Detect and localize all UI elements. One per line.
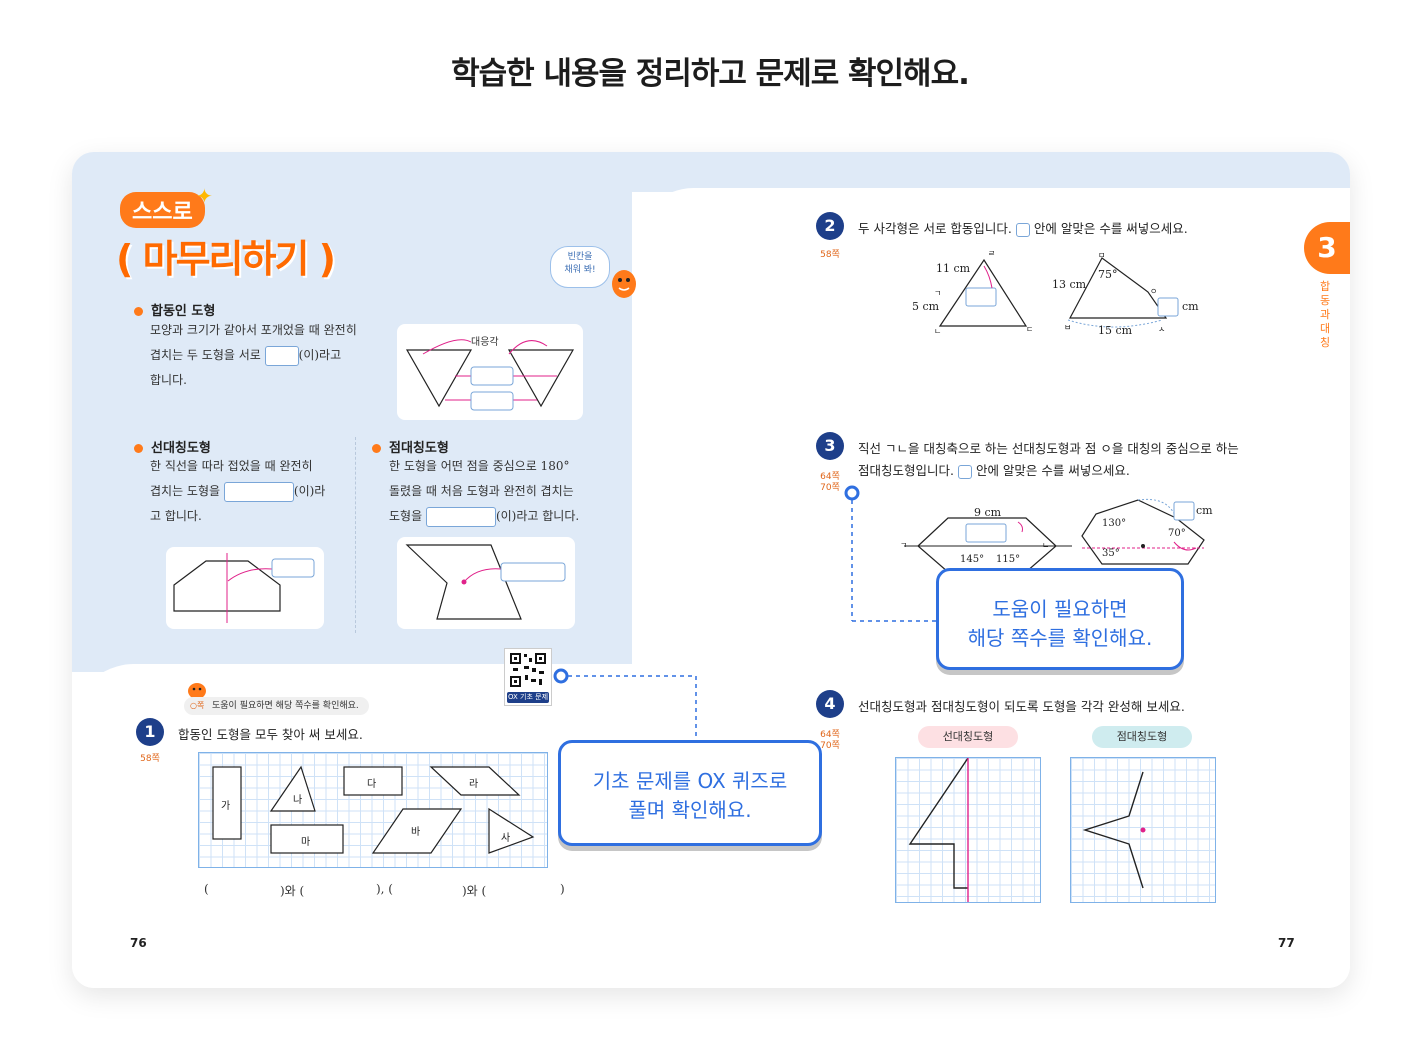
help-mascot-icon (188, 683, 206, 699)
line-symmetry-grid[interactable] (895, 757, 1041, 903)
congruent-text: 모양과 크기가 같아서 포개었을 때 완전히 겹치는 두 도형을 서로 (이)라… (150, 323, 357, 387)
shape-label-na: 나 (293, 795, 303, 806)
qr-label: OX 기초 문제 (507, 692, 549, 703)
connector-lines (553, 485, 936, 740)
p3-label-35deg: 35° (1102, 548, 1120, 559)
chapter-title: 합동과 대칭 (1319, 280, 1331, 349)
shape-label-sa: 사 (501, 833, 511, 844)
mascot-icon (612, 270, 636, 298)
problem-3-figure (904, 498, 1205, 572)
problem-4-text: 선대칭도형과 점대칭도형이 되도록 도형을 각각 완성해 보세요. (858, 699, 1185, 714)
problem-2-figure (938, 257, 1179, 328)
p2-label-cm: cm (1182, 300, 1199, 313)
p3-label-cm: cm (1196, 504, 1213, 517)
p3-label-70deg: 70° (1168, 528, 1186, 539)
point-symmetry-grid[interactable] (1070, 757, 1216, 903)
qr-code[interactable]: OX 기초 문제 (504, 648, 552, 706)
problem-2-text: 두 사각형은 서로 합동입니다. 안에 알맞은 수를 써넣으세요. (858, 221, 1188, 237)
line-symmetry-diagram (166, 547, 324, 629)
help-hint: 도움이 필요하면 해당 쪽수를 확인해요. (184, 697, 369, 715)
problem-1-number: 1 (136, 718, 164, 746)
p2-label-15cm: 15 cm (1098, 324, 1133, 337)
shape-label-ra: 라 (469, 779, 479, 790)
problem-1-grid: 가 나 다 라 마 바 사 (198, 752, 548, 868)
congruent-diagram: 대응각 (397, 324, 583, 420)
p3-label-130deg: 130° (1102, 518, 1127, 529)
congruent-blank[interactable] (264, 345, 299, 366)
line-symmetry-text: 한 직선을 따라 접었을 때 완전히 겹치는 도형을 (이)라 고 합니다. (150, 459, 326, 523)
corresponding-angle-label: 대응각 (471, 333, 499, 348)
title-small: 스스로 (120, 192, 205, 228)
sparkle-icon: ✦ (196, 184, 213, 208)
problem-2-ref[interactable]: 58쪽 (820, 250, 840, 260)
problem-1-text: 합동인 도형을 모두 찾아 써 보세요. (178, 727, 363, 742)
problem-3-number: 3 (816, 432, 844, 460)
p3-label-145deg: 145° (960, 554, 985, 565)
problem-3-text: 직선 ㄱㄴ을 대칭축으로 하는 선대칭도형과 점 ㅇ을 대칭의 중심으로 하는 … (858, 441, 1239, 479)
point-symmetry-heading: 점대칭도형 (372, 437, 449, 456)
problem-2-number: 2 (816, 212, 844, 240)
shape-label-ga: 가 (221, 801, 231, 812)
line-symmetry-tag: 선대칭도형 (918, 726, 1018, 748)
congruent-heading: 합동인 도형 (134, 300, 215, 319)
p3-label-9cm: 9 cm (974, 506, 1002, 519)
chapter-tab[interactable]: 3 (1304, 222, 1350, 274)
p3-label-115deg: 115° (996, 554, 1021, 565)
p2-label-75deg: 75° (1098, 268, 1118, 281)
line-symmetry-heading: 선대칭도형 (134, 437, 211, 456)
page-number-right: 77 (1278, 936, 1295, 950)
problem-4-number: 4 (816, 690, 844, 718)
point-symmetry-diagram (397, 537, 575, 629)
help-ref-badge: ○쪽 (190, 701, 205, 710)
p2-label-11cm: 11 cm (936, 262, 971, 275)
point-symmetry-tag: 점대칭도형 (1092, 726, 1192, 748)
point-symmetry-blank[interactable] (425, 506, 496, 527)
page-title: ( 마무리하기 ) (116, 237, 336, 281)
shape-label-ba: 바 (411, 827, 421, 838)
p2-label-13cm: 13 cm (1052, 278, 1087, 291)
problem-1-ref[interactable]: 58쪽 (140, 754, 160, 764)
shape-label-da: 다 (367, 779, 377, 790)
shape-label-ma: 마 (301, 837, 311, 848)
p2-label-5cm: 5 cm (912, 300, 940, 313)
page-number-left: 76 (130, 936, 147, 950)
headline: 학습한 내용을 정리하고 문제로 확인해요. (451, 56, 970, 92)
line-symmetry-blank[interactable] (223, 481, 294, 502)
point-symmetry-text: 한 도형을 어떤 점을 중심으로 180° 돌렸을 때 처음 도형과 완전히 겹… (389, 454, 609, 529)
